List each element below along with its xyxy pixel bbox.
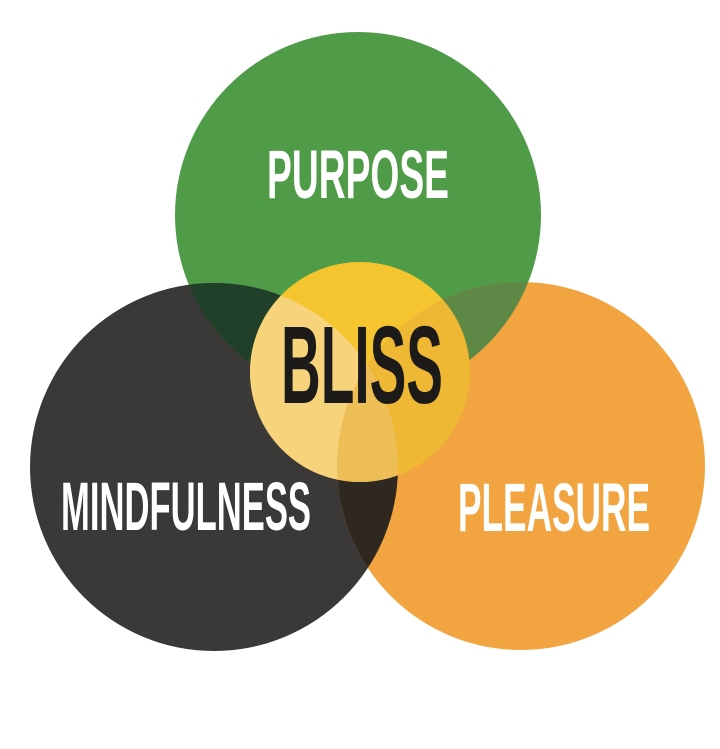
purpose-label: PURPOSE	[267, 136, 449, 213]
bliss-highlight-shade	[250, 283, 398, 482]
bliss-warm-shade	[337, 282, 470, 482]
pleasure-label: PLEASURE	[458, 469, 650, 546]
bliss-label: BLISS	[281, 304, 443, 427]
mindfulness-label: MINDFULNESS	[61, 468, 311, 545]
